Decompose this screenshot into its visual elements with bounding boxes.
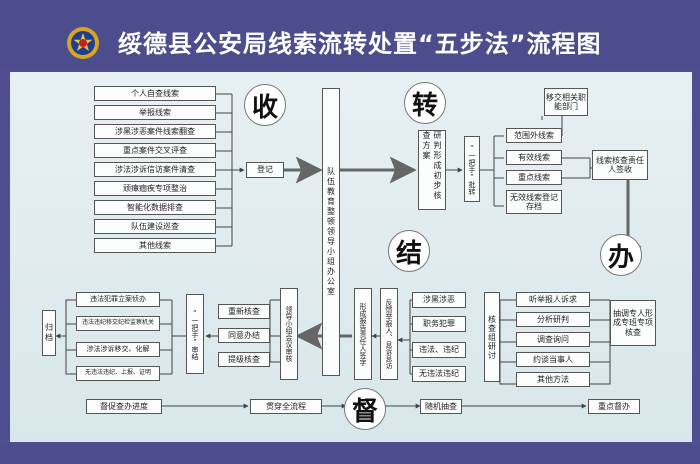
- source-item: 举报线索: [94, 105, 216, 120]
- method-item: 听举报人诉求: [516, 292, 590, 307]
- source-item: 重点案件交叉评查: [94, 143, 216, 158]
- judge-box: 研判形成初步核查方案: [418, 130, 446, 210]
- disposal-item: 无违法违纪、上报、证明: [76, 366, 160, 381]
- yiba-approve-box: “一把手”批转: [464, 136, 480, 202]
- disposal-item: 违法违纪移交纪检监察机关: [76, 316, 160, 331]
- header-banner: 绥德县公安局线索流转处置“五步法”流程图: [0, 0, 700, 70]
- archive-box: 归档: [42, 310, 56, 356]
- special-team-box: 抽调专人形成专班专项核查: [610, 300, 656, 346]
- source-item: 顽瘴痼疾专项整治: [94, 181, 216, 196]
- stage-transfer: 转: [404, 82, 446, 124]
- police-emblem-icon: [67, 27, 99, 59]
- method-item: 约谈当事人: [516, 352, 590, 367]
- review-option: 同意办结: [218, 328, 270, 343]
- source-item: 涉法涉诉信访案件清查: [94, 162, 216, 177]
- disposal-item: 涉法涉诉移交、化解: [76, 342, 160, 357]
- category-invalid: 无效线索登记存档: [506, 190, 562, 214]
- footer-band: [0, 444, 700, 464]
- center-office: 队伍教育整顿领导小组办公室: [322, 88, 340, 376]
- category-out-of-scope: 范围外线索: [506, 128, 562, 143]
- verify-team-box: 核查组研讨: [484, 292, 500, 382]
- source-item: 其他线索: [94, 238, 216, 253]
- stage-handle: 办: [600, 234, 642, 276]
- report-box: 形成报告责任人签字: [354, 288, 372, 380]
- outcome-item: 职务犯罪: [412, 316, 466, 332]
- outcome-item: 涉黑涉恶: [412, 292, 466, 308]
- source-item: 智能化数据排查: [94, 200, 216, 215]
- method-item: 调查询问: [516, 332, 590, 347]
- outcome-item: 无违法违纪: [412, 366, 466, 382]
- supervise-item: 随机抽查: [420, 399, 462, 414]
- category-valid: 有效线索: [506, 150, 562, 165]
- supervise-item: 重点督办: [588, 399, 640, 414]
- supervise-item: 贯穿全流程: [250, 399, 322, 414]
- disposal-item: 违法犯罪立案侦办: [76, 292, 160, 307]
- page-title: 绥德县公安局线索流转处置“五步法”流程图: [118, 30, 602, 58]
- method-item: 分析研判: [516, 312, 590, 327]
- register-box: 登记: [246, 162, 284, 178]
- verify-owner-box: 线索核查责任人签收: [592, 150, 648, 180]
- source-item: 队伍建设巡查: [94, 219, 216, 234]
- group-review-box: 领导小组会议审核: [280, 288, 298, 380]
- review-option: 提级核查: [218, 352, 270, 367]
- review-option: 重新核查: [218, 304, 270, 319]
- outcome-item: 违法、违纪: [412, 342, 466, 358]
- category-key: 重点线索: [506, 170, 562, 185]
- source-item: 涉黑涉恶案件线索翻查: [94, 124, 216, 139]
- transfer-dept-box: 移交相关职能部门: [544, 88, 588, 116]
- stage-supervise: 督: [344, 388, 386, 430]
- source-item: 个人自查线索: [94, 86, 216, 101]
- feedback-box: 反馈举报人、息诉息访: [380, 288, 398, 380]
- supervise-item: 督促查办进度: [86, 399, 162, 414]
- method-item: 其他方法: [516, 372, 590, 387]
- stage-receive: 收: [244, 84, 286, 126]
- stage-conclude: 结: [388, 230, 430, 272]
- yiba-conclude-box: “一把手”审结: [186, 294, 204, 374]
